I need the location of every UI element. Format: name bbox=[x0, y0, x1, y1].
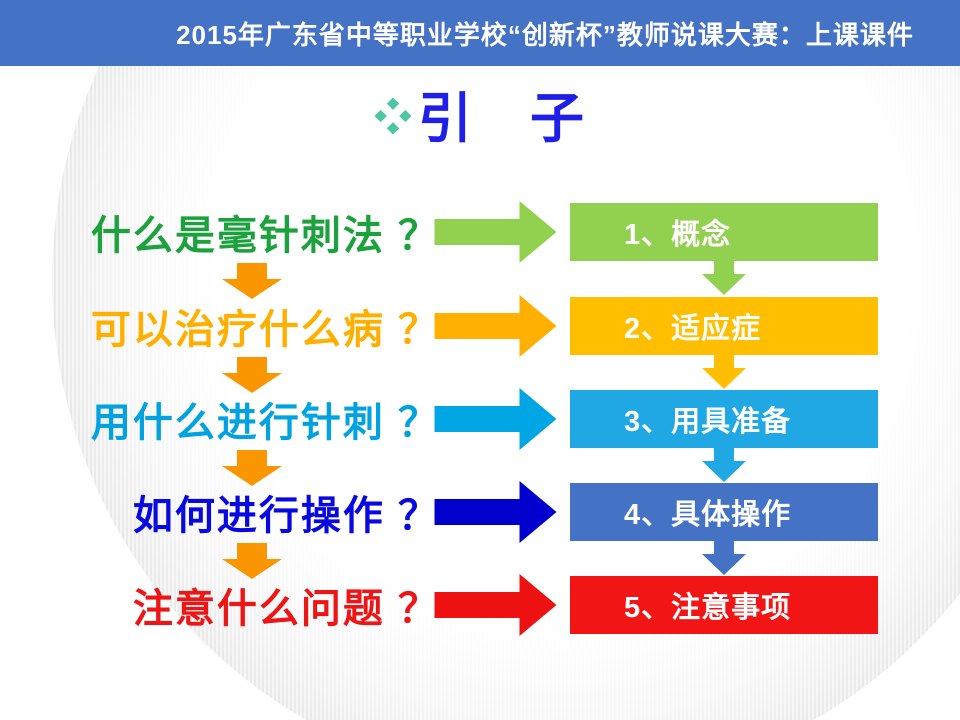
right-arrow-icon-3 bbox=[434, 388, 557, 450]
question-text-5: 注意什么问题 ？ bbox=[132, 587, 440, 631]
down-arrow-icon-box-1 bbox=[702, 260, 746, 295]
four-diamonds-bullet-icon bbox=[374, 97, 412, 135]
down-arrow-icon-box-2 bbox=[702, 354, 746, 389]
down-arrow-icon-question-1 bbox=[222, 263, 282, 299]
right-arrow-icon-5 bbox=[434, 574, 557, 636]
right-arrow-icon-2 bbox=[434, 295, 557, 357]
down-arrow-icon-question-4 bbox=[222, 543, 282, 579]
topic-box-2: 2、适应症 bbox=[570, 297, 878, 355]
down-arrow-icon-box-3 bbox=[702, 447, 746, 482]
topic-box-5: 5、注意事项 bbox=[570, 576, 878, 634]
topic-box-3: 3、用具准备 bbox=[570, 390, 878, 448]
down-arrow-icon-box-4 bbox=[702, 540, 746, 575]
topic-box-1: 1、概念 bbox=[570, 203, 878, 261]
question-text-1: 什么是毫针刺法 ？ bbox=[90, 214, 440, 258]
page-title: 引 子 bbox=[418, 88, 586, 149]
right-arrow-icon-4 bbox=[434, 481, 557, 543]
right-arrow-icon-1 bbox=[434, 201, 557, 263]
header-title: 2015年广东省中等职业学校“创新杯”教师说课大赛：上课课件 bbox=[176, 19, 914, 50]
question-text-4: 如何进行操作 ？ bbox=[132, 494, 440, 538]
question-text-2: 可以治疗什么病 ？ bbox=[90, 308, 440, 352]
slide-title-row: 引 子 bbox=[0, 78, 960, 149]
slide-header-banner: 2015年广东省中等职业学校“创新杯”教师说课大赛：上课课件 bbox=[0, 0, 960, 66]
down-arrow-icon-question-2 bbox=[222, 357, 282, 393]
topic-box-4: 4、具体操作 bbox=[570, 483, 878, 541]
question-text-3: 用什么进行针刺 ？ bbox=[90, 401, 440, 445]
down-arrow-icon-question-3 bbox=[222, 450, 282, 486]
